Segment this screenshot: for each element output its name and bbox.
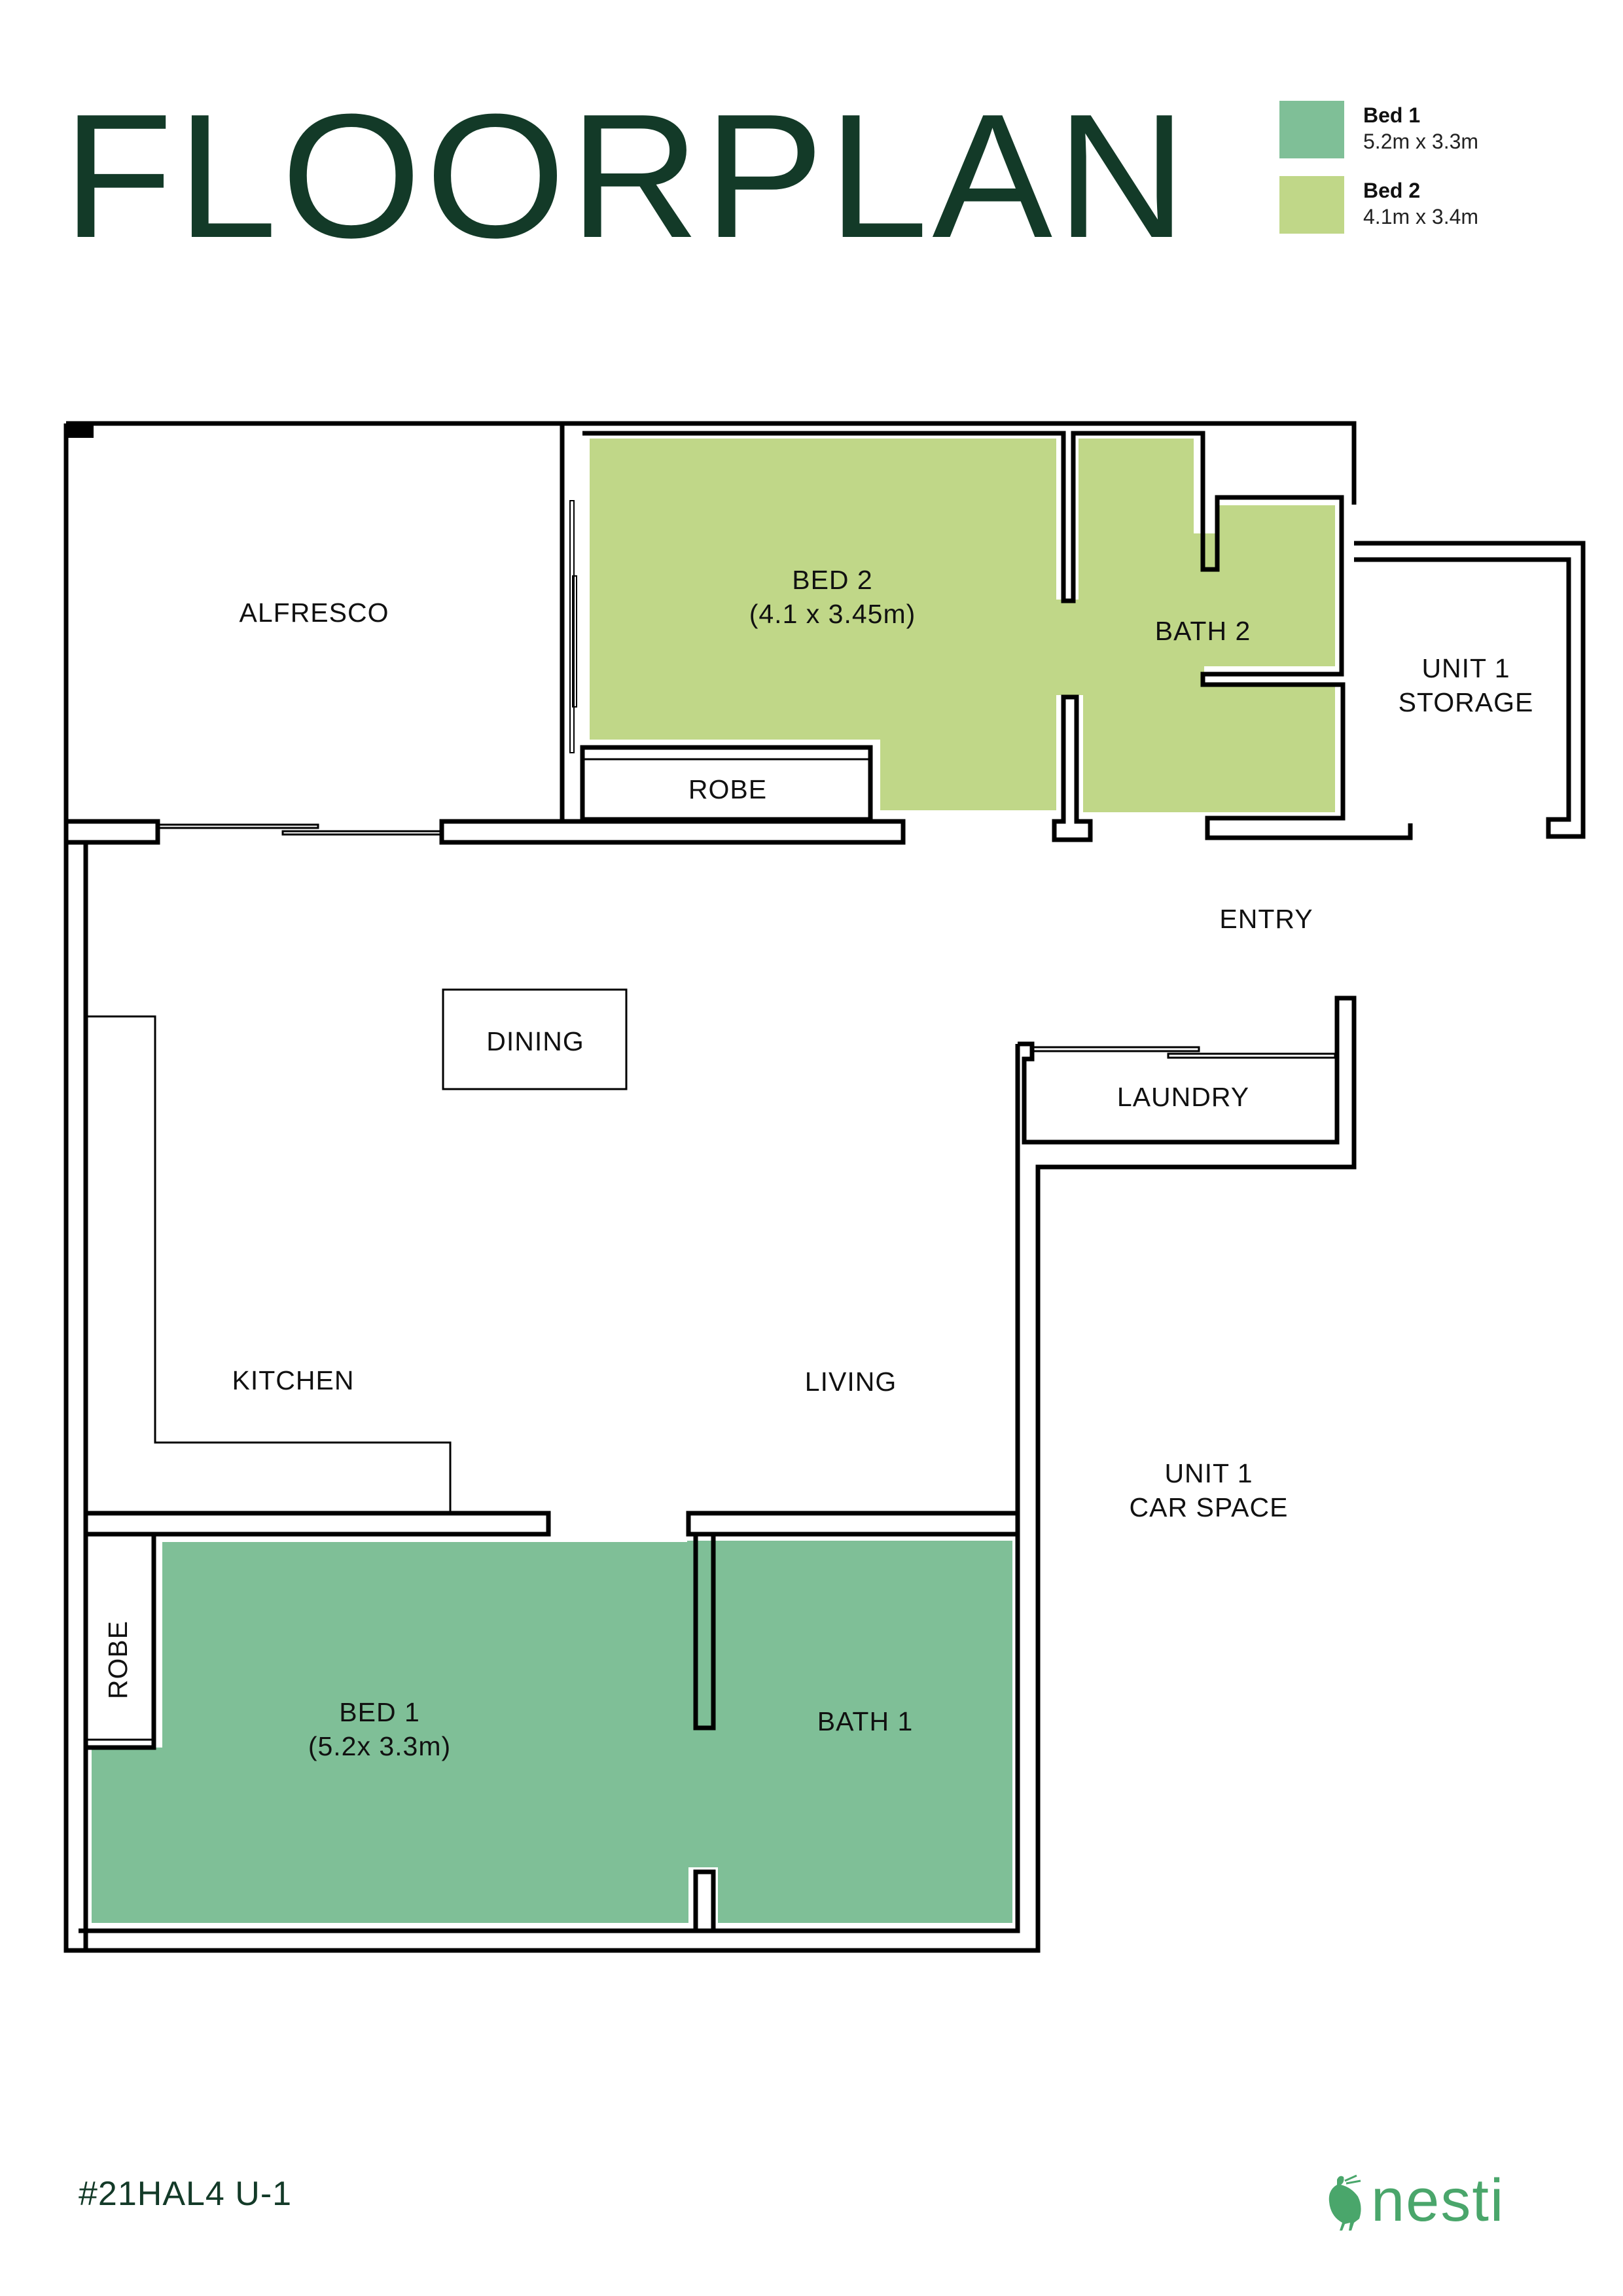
legend-swatch-bed2 [1279,176,1344,234]
room-label-bath1: BATH 1 [817,1706,914,1736]
legend-size: 4.1m x 3.4m [1363,205,1479,228]
room-label-robe-top: ROBE [688,774,768,804]
walls [63,421,1586,1953]
room-label-bed1: BED 1 (5.2x 3.3m) [308,1697,452,1761]
legend-size: 5.2m x 3.3m [1363,130,1479,153]
legend-name: Bed 2 [1363,179,1421,202]
page-title: FLOORPLAN [63,78,1191,275]
room-fills [92,439,1335,1923]
room-label-kitchen: KITCHEN [232,1365,355,1395]
room-label-alfresco: ALFRESCO [239,598,389,628]
bird-icon [1329,2174,1361,2231]
room-label-laundry: LAUNDRY [1116,1082,1250,1112]
room-label-dining: DINING [486,1026,584,1056]
room-label-bed2: BED 2 (4.1 x 3.45m) [749,565,916,629]
bed1-fill [92,1541,1012,1923]
legend-item-bed1: Bed 1 5.2m x 3.3m [1279,101,1554,176]
room-label-living: LIVING [804,1367,897,1397]
brand-name: nesti [1371,2167,1505,2234]
room-label-unit-storage: UNIT 1 STORAGE [1398,653,1534,717]
legend-name: Bed 1 [1363,103,1421,127]
legend-swatch-bed1 [1279,101,1344,158]
legend-item-bed2: Bed 2 4.1m x 3.4m [1279,176,1554,251]
room-label-robe-side: ROBE [103,1620,133,1700]
legend: Bed 1 5.2m x 3.3m Bed 2 4.1m x 3.4m [1279,101,1554,251]
room-label-bath2: BATH 2 [1154,616,1251,646]
bed2-fill [590,439,1335,812]
property-code: #21HAL4 U-1 [79,2175,293,2213]
corner-post [66,423,94,438]
room-label-car-space: UNIT 1 CAR SPACE [1129,1458,1289,1522]
brand-logo: nesti [1325,2167,1505,2234]
room-label-entry: ENTRY [1219,904,1313,934]
